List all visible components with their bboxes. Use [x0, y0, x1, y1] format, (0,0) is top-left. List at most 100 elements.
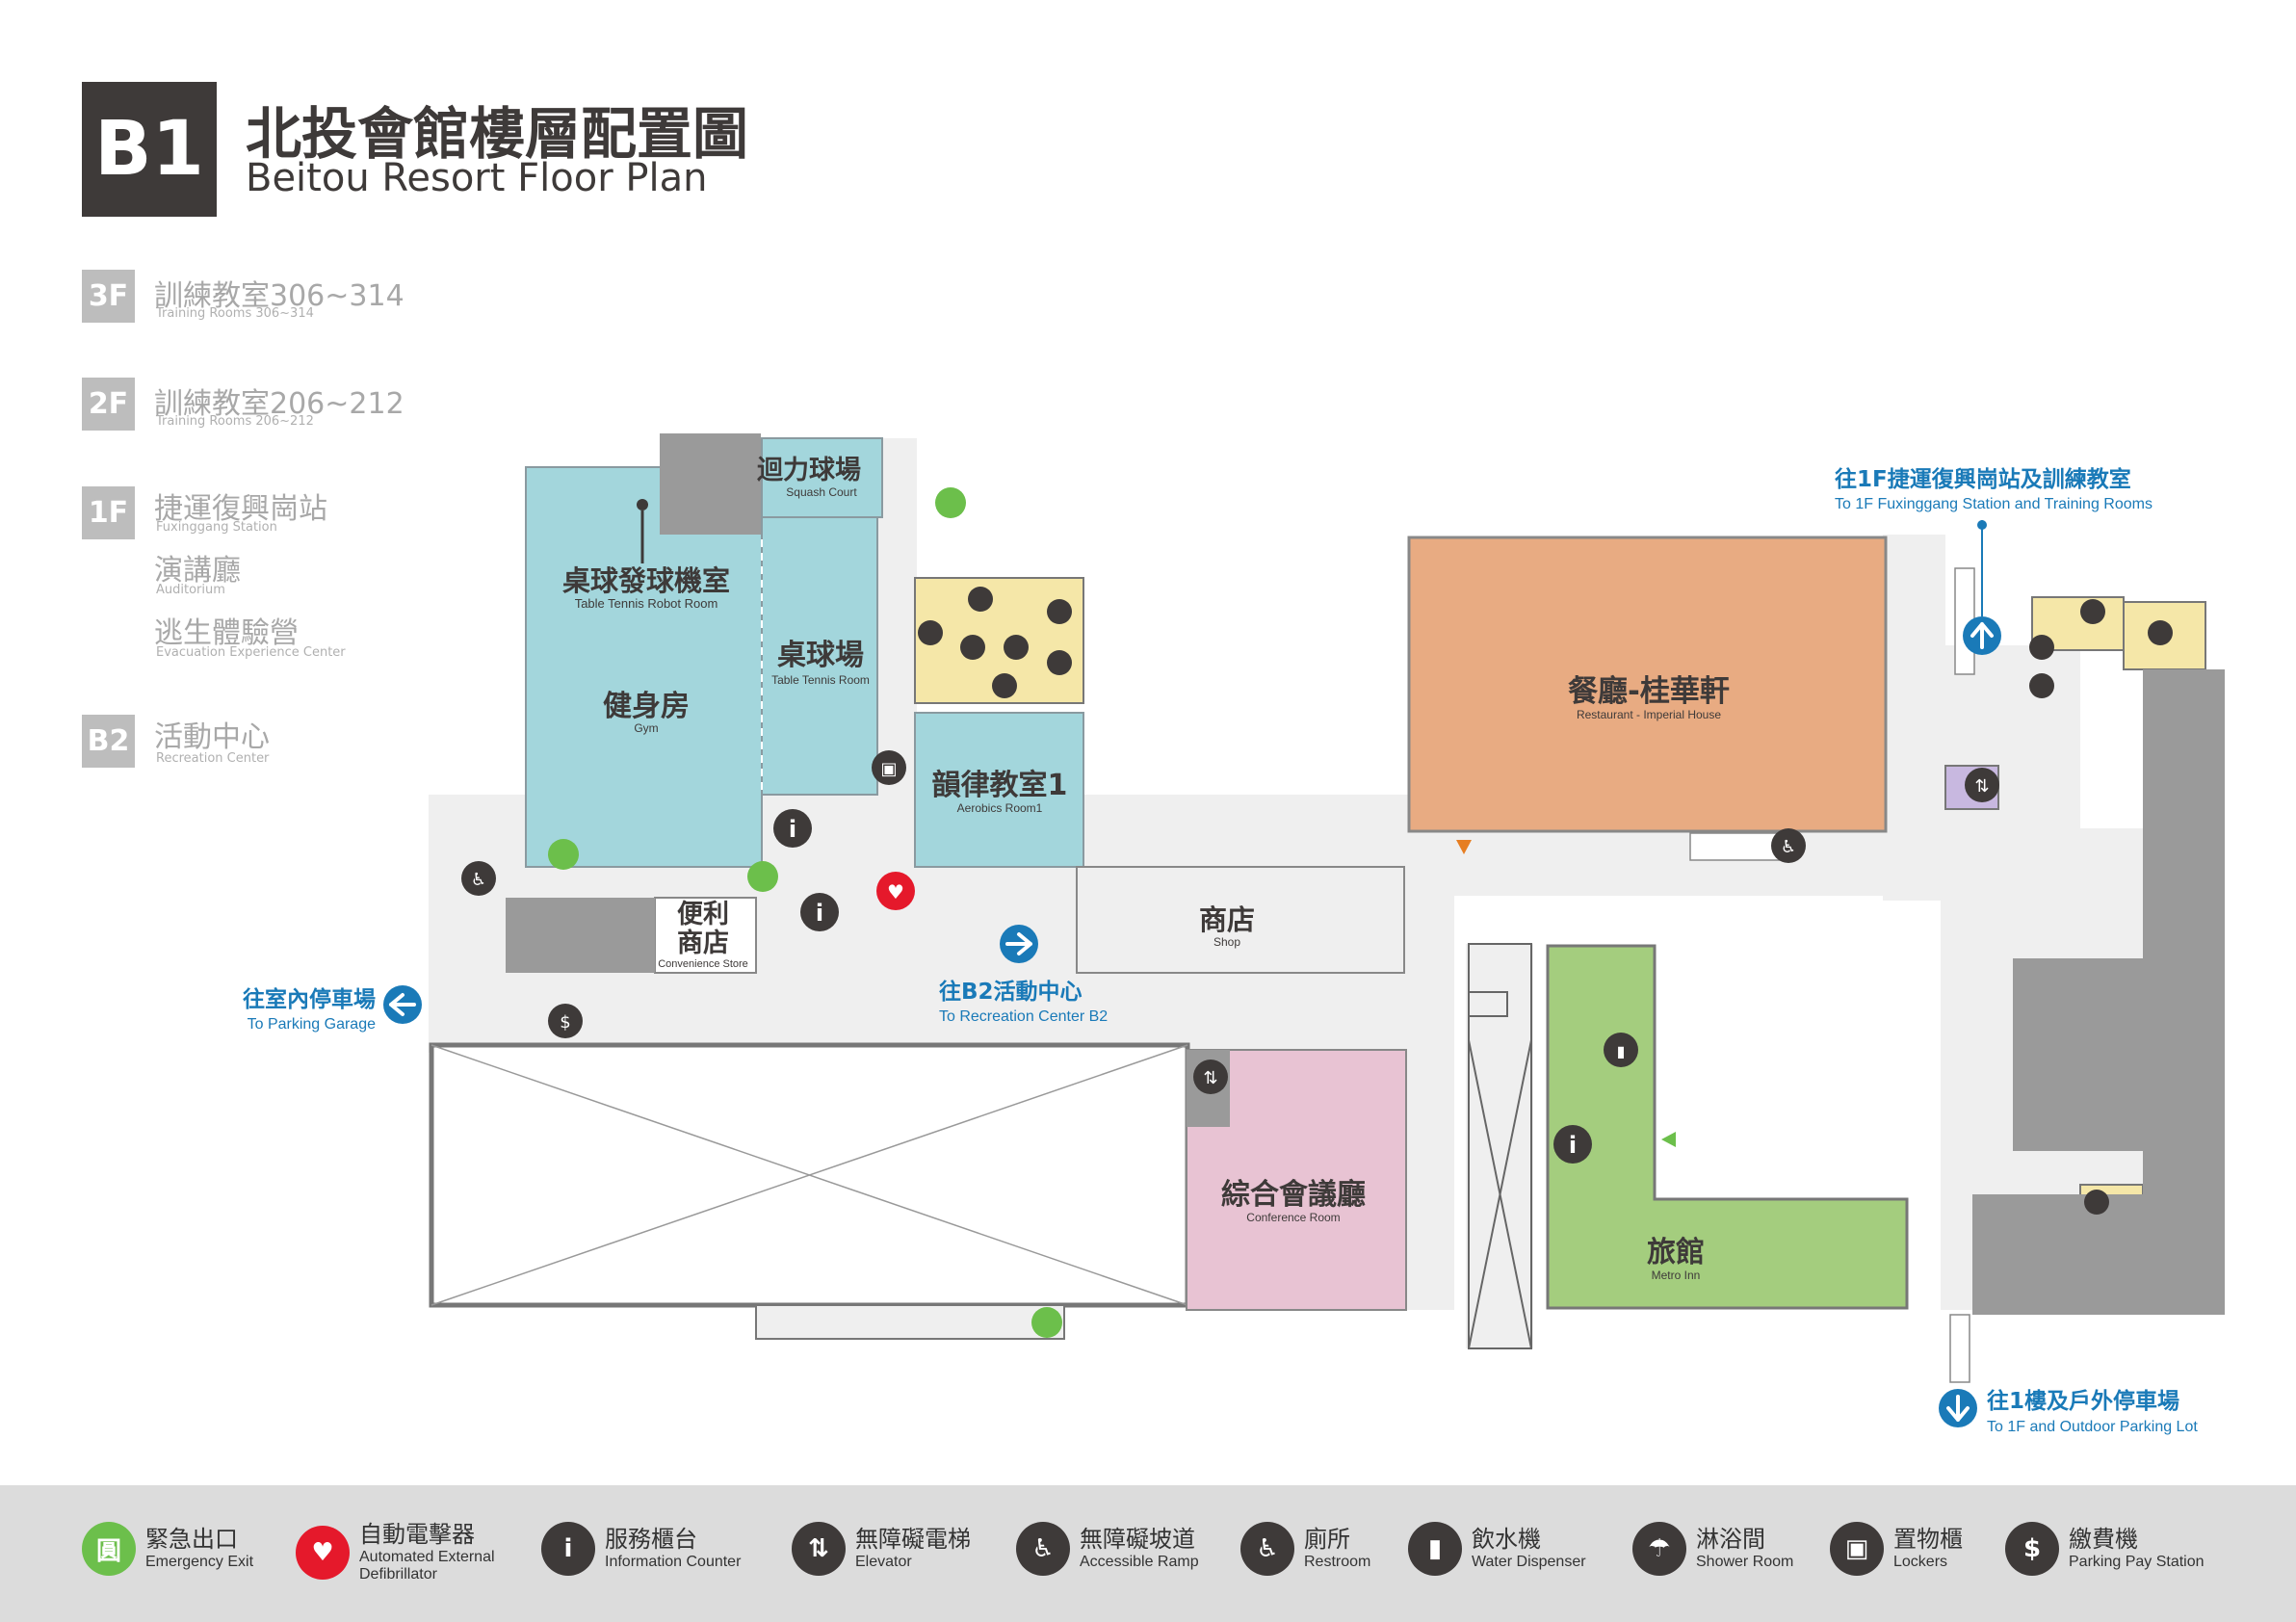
legend-label-en: Elevator	[855, 1553, 912, 1570]
direction-1f-station-label-en: To 1F Fuxinggang Station and Training Ro…	[1835, 496, 2152, 512]
gym-label-en: Gym	[634, 721, 658, 735]
legend-label-en: Water Dispenser	[1472, 1553, 1586, 1570]
floor-item-label: 演講廳	[154, 554, 241, 588]
floor-badge-1f: 1F	[82, 486, 135, 539]
wall-block	[506, 898, 655, 973]
shop-label-en: Shop	[1213, 935, 1240, 949]
restroom-icon	[918, 587, 2173, 1215]
legend-label-en: Defibrillator	[359, 1565, 437, 1583]
svg-text:⇅: ⇅	[1974, 776, 1989, 797]
floor-item-label-en: Auditorium	[156, 583, 225, 597]
legend-label: 飲水機	[1472, 1526, 1541, 1553]
conference-label-en: Conference Room	[1246, 1211, 1340, 1224]
legend-label: 緊急出口	[145, 1526, 238, 1553]
robot-room-label-en: Table Tennis Robot Room	[575, 596, 718, 611]
floor-level-badge: B1	[82, 82, 217, 217]
direction-1f-outdoor-label: 往1樓及戶外停車場	[1987, 1388, 2179, 1414]
direction-1f-outdoor-label-en: To 1F and Outdoor Parking Lot	[1987, 1419, 2198, 1435]
aerobics-label-en: Aerobics Room1	[957, 801, 1043, 815]
robot-room-label: 桌球發球機室	[562, 564, 730, 597]
legend-label-en: Information Counter	[605, 1553, 742, 1570]
legend-label-en: Automated External	[359, 1548, 495, 1565]
page-subtitle: Beitou Resort Floor Plan	[246, 156, 708, 200]
squash-label-en: Squash Court	[786, 485, 857, 499]
direction-parking-garage-label-en: To Parking Garage	[248, 1016, 377, 1033]
svg-text:i: i	[816, 900, 823, 927]
floor-badge-b2: B2	[82, 715, 135, 768]
floor-badge-3f: 3F	[82, 270, 135, 323]
emergency-exit-icon	[548, 487, 1062, 1338]
restaurant-label: 餐廳-桂華軒	[1568, 674, 1730, 709]
convenience-label: 商店	[677, 929, 729, 958]
floor-item-label-en: Evacuation Experience Center	[156, 645, 346, 660]
legend-label: 繳費機	[2069, 1526, 2138, 1553]
floor-item-label-en: Training Rooms 306~314	[156, 306, 314, 321]
stair-shaft	[1466, 944, 1533, 1348]
legend-label-en: Shower Room	[1696, 1553, 1794, 1570]
svg-text:i: i	[1569, 1132, 1577, 1159]
direction-b2-label-en: To Recreation Center B2	[939, 1008, 1108, 1025]
legend-label-en: Lockers	[1893, 1553, 1948, 1570]
ramp-icon: ♿	[1016, 1522, 1070, 1576]
floor-item-label: 捷運復興崗站	[154, 492, 327, 526]
legend-label-en: Accessible Ramp	[1080, 1553, 1199, 1570]
corridor-segment	[1883, 535, 1945, 901]
svg-text:i: i	[789, 816, 796, 843]
water-dispenser-icon: ▮	[1604, 1033, 1638, 1067]
svg-text:▣: ▣	[880, 759, 897, 779]
parking-pay-icon: $	[548, 1004, 583, 1038]
direction-b2-label: 往B2活動中心	[939, 979, 1083, 1005]
legend-label-en: Restroom	[1304, 1553, 1371, 1570]
storage-block	[660, 433, 761, 535]
legend-label-en: Parking Pay Station	[2069, 1553, 2205, 1570]
aerobics-label: 韻律教室1	[932, 769, 1068, 802]
parking-pay-icon: $	[2005, 1522, 2059, 1576]
floor-item-label-en: Fuxinggang Station	[156, 520, 277, 535]
ramp-icon: ♿ ♿	[461, 828, 1806, 896]
map-icons: i i i ♥ ♿ ♿ ⇅ ⇅ ▣ $ ▮	[461, 487, 2173, 1338]
shop-room	[1076, 866, 1405, 974]
legend-label: 廁所	[1304, 1526, 1350, 1553]
legend-label: 自動電擊器	[359, 1521, 475, 1548]
floor-plan-map: 迴力球場 Squash Court 桌球發球機室 Table Tennis Ro…	[243, 433, 2225, 1435]
stairwell	[1468, 943, 1532, 1349]
information-icon: i i i	[773, 809, 1592, 1164]
emergency-exit-icon: 圓	[82, 1522, 136, 1576]
table-tennis-label: 桌球場	[777, 639, 864, 672]
corridor-segment	[1406, 828, 1454, 1310]
inn-room	[1546, 944, 1909, 1310]
squash-label: 迴力球場	[757, 456, 861, 485]
floor-item-label-en: Recreation Center	[156, 751, 270, 766]
page-title: 北投會館樓層配置圖	[246, 101, 749, 167]
convenience-store	[654, 897, 757, 974]
restaurant-label-en: Restaurant - Imperial House	[1577, 708, 1721, 721]
table-tennis-label-en: Table Tennis Room	[771, 673, 870, 687]
restroom-icon: ♿	[1240, 1522, 1294, 1576]
floor-item-label: 訓練教室306~314	[154, 279, 404, 313]
floor-badge-2f: 2F	[82, 378, 135, 431]
legend-label: 無障礙坡道	[1080, 1526, 1195, 1553]
floor-item-label: 訓練教室206~212	[154, 387, 404, 421]
legend-label: 服務櫃台	[605, 1526, 697, 1553]
legend-label: 置物櫃	[1893, 1526, 1963, 1553]
floor-item-label: 逃生體驗營	[154, 616, 299, 650]
corridor-segment	[1406, 828, 1907, 896]
elevator-icon: ⇅	[792, 1522, 846, 1576]
gym-label: 健身房	[603, 690, 690, 723]
you-are-here-pin	[637, 499, 648, 510]
squash-court	[761, 437, 883, 518]
aerobics-room	[914, 712, 1084, 868]
floor-item-label: 活動中心	[154, 720, 270, 754]
aed-icon: ♥	[296, 1526, 350, 1581]
elevator-icon: ⇅ ⇅	[1193, 768, 1999, 1094]
